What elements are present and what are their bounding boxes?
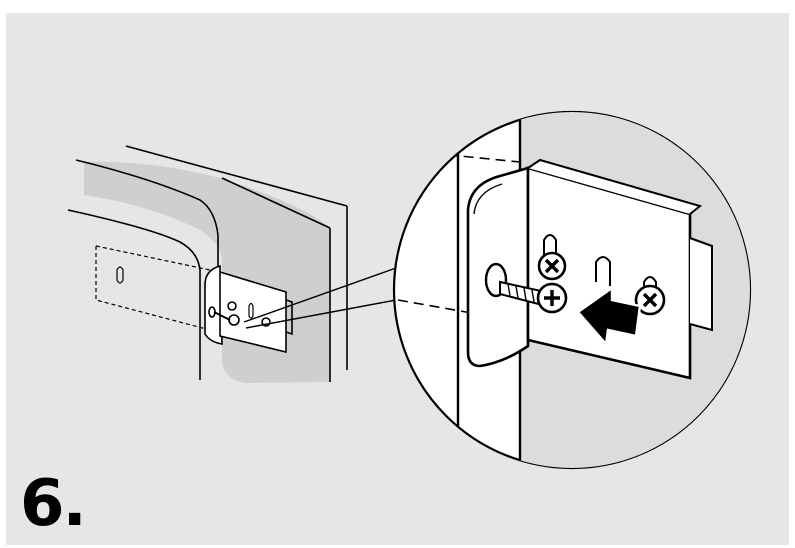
cross-screw-head-icon: [537, 251, 567, 281]
appliance-overview: [67, 145, 348, 383]
panel-inner-curve: [67, 209, 201, 380]
panel-shaded-face: [84, 161, 330, 383]
hidden-bracket-outline: [95, 245, 211, 331]
step-number: 6.: [20, 467, 87, 541]
slot-left: [543, 234, 557, 262]
hidden-keyhole: [116, 266, 124, 284]
small-screw-head-2: [227, 301, 237, 311]
magnified-view: [392, 110, 752, 470]
panel-front-top: [221, 177, 331, 229]
slot-middle: [595, 256, 611, 286]
slot-right: [643, 276, 657, 302]
arrow-icon: [576, 285, 642, 347]
small-screw-head-1: [228, 314, 240, 326]
cross-screw-head-icon: [536, 282, 568, 314]
cross-screw-head-icon: [634, 284, 666, 316]
small-bracket-plate: [204, 264, 223, 345]
panel-top-edge: [125, 145, 348, 207]
bracket-tab: [689, 237, 713, 332]
callout-leaders: [243, 267, 397, 329]
panel-outer-curve: [75, 159, 219, 268]
